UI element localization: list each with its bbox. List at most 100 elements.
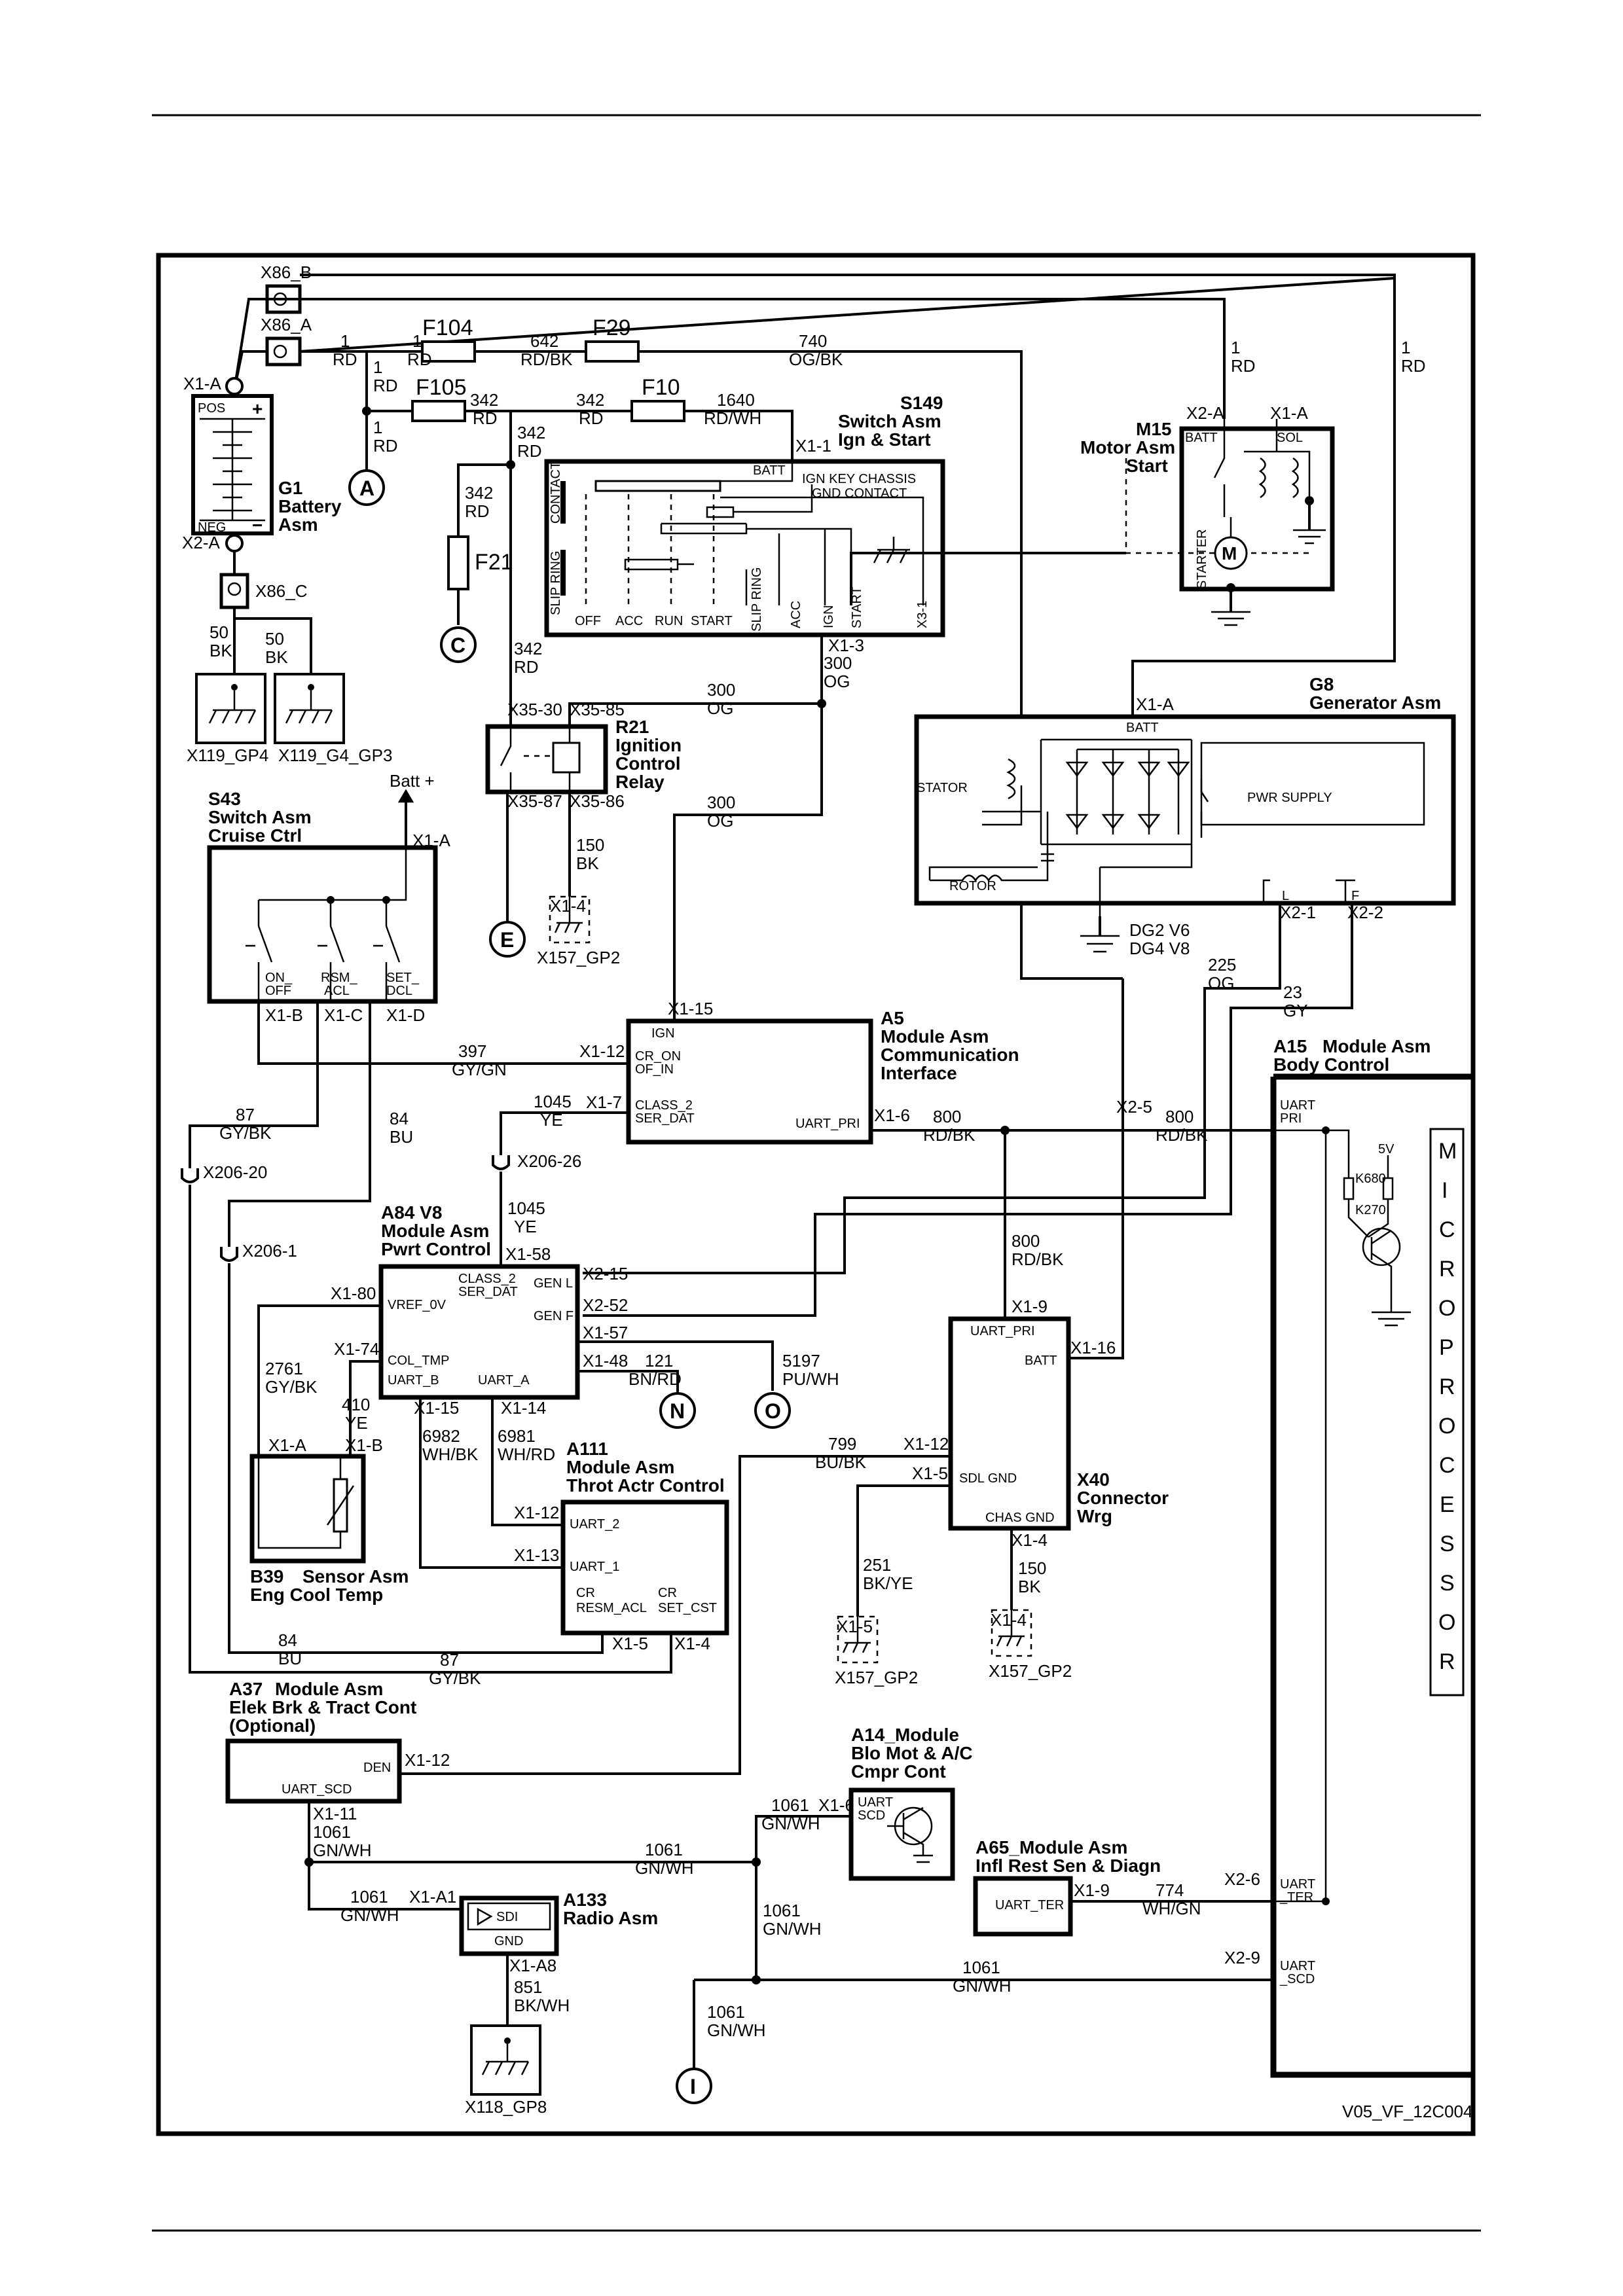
x86-a-terminal: X86_A [261, 315, 312, 367]
g8-batt: BATT [1126, 721, 1159, 735]
f105-label: F105 [416, 375, 467, 400]
s43-acl: ACL [324, 984, 350, 998]
m15-sol: SOL [1277, 431, 1303, 445]
g1-name2: Asm [278, 514, 318, 535]
diagram-frame [156, 253, 1476, 2136]
a133-xa8: X1-A8 [509, 1956, 556, 1975]
g1-name: Battery [278, 496, 342, 516]
r21-p87: X35-87 [507, 791, 562, 811]
g8-generator: PWR SUPPLY BATT STATOR ROTOR L F X1-A G8… [914, 674, 1456, 922]
a111-id: A111 [566, 1439, 608, 1459]
wire-label: RD [333, 350, 357, 369]
x206-26-label: X206-26 [517, 1151, 581, 1171]
s149-slipring: SLIP RING [549, 550, 563, 615]
gp2b-label: X157_GP2 [835, 1668, 918, 1687]
ground-gp2-b: X1-5 X157_GP2 [835, 1615, 918, 1687]
splice-x206-26: X206-26 [492, 1151, 581, 1171]
a37-x111: X1-11 [313, 1804, 357, 1823]
g1-battery: POS + NEG − X1-A X2-A G1 Battery Asm [182, 374, 342, 552]
a14-id: A14_Module [851, 1725, 959, 1745]
a15-id: A15 [1273, 1036, 1307, 1056]
wire-label: 1061 [350, 1887, 388, 1907]
micro-letter: I [1442, 1178, 1448, 1203]
a5-comm-interface: IGN CR_ON OF_IN CLASS_2 SER_DAT UART_PRI… [579, 999, 1019, 1145]
wire-label: 800 [1165, 1107, 1194, 1126]
wire-label: OG [707, 698, 733, 718]
wire-label: PU/WH [782, 1369, 839, 1389]
s149-name1: Switch Asm [838, 411, 941, 431]
a111-name1: Module Asm [566, 1457, 674, 1477]
s43-set: SET_ [386, 971, 420, 985]
wire-label: BK/YE [863, 1573, 913, 1593]
wire-label: 300 [707, 680, 735, 700]
gp4-label: X119_GP4 [187, 745, 268, 765]
wire-label: BU [390, 1127, 413, 1147]
a84-x148: X1-48 [583, 1351, 628, 1371]
wire-label: 150 [576, 835, 604, 855]
wire-label: 1 [373, 418, 382, 437]
a84-powertrain-control: CLASS_2 SER_DAT GEN L GEN F VREF_0V COL_… [331, 1202, 628, 1418]
a5-x115: X1-15 [668, 999, 713, 1018]
wire-label: 774 [1156, 1880, 1184, 1900]
r21-p86: X35-86 [570, 791, 625, 811]
a5-ofin: OF_IN [635, 1062, 674, 1077]
off-page-o-label: O [765, 1399, 781, 1423]
off-page-a-label: A [359, 476, 374, 500]
x40-wiring-connector: UART_PRI BATT SDL GND CHAS GND X1-9 X1-1… [903, 1297, 1169, 1550]
wire-label: 1 [1401, 338, 1410, 357]
wire-label: 84 [278, 1630, 297, 1650]
off-page-a [348, 469, 385, 506]
wire-label: GN/WH [761, 1814, 820, 1833]
a84-id: A84 V8 [381, 1202, 442, 1223]
splice-x206-20: X206-20 [181, 1162, 267, 1183]
a111-uart2: UART_2 [570, 1517, 619, 1532]
a84-x174: X1-74 [334, 1339, 379, 1359]
f10-label: F10 [642, 375, 680, 400]
a37-uartscd: UART_SCD [282, 1782, 352, 1797]
a5-ign: IGN [651, 1026, 675, 1041]
b39-name2: Eng Cool Temp [250, 1585, 383, 1605]
micro-letter: S [1440, 1532, 1455, 1556]
a37-name1: Module Asm [275, 1679, 383, 1699]
wire-label: RD/WH [704, 408, 761, 428]
ground-gp2-a: X1-4 X157_GP2 [537, 895, 620, 967]
s149-start2: START [850, 586, 864, 628]
a5-uartpri: UART_PRI [795, 1117, 860, 1131]
a5-name3: Interface [881, 1063, 957, 1083]
wire-label: 87 [440, 1650, 459, 1670]
r21-name2: Control [615, 753, 681, 774]
s149-batt: BATT [753, 463, 786, 478]
a14-name1: Blo Mot & A/C [851, 1743, 973, 1763]
wire-label: GN/WH [635, 1858, 694, 1878]
wire-label: 342 [517, 423, 545, 442]
x40-x14: X1-4 [1012, 1530, 1048, 1550]
s43-name1: Switch Asm [208, 807, 312, 827]
wire-label: GN/WH [953, 1976, 1012, 1996]
s149-off: OFF [575, 614, 601, 628]
g8-rotor: ROTOR [949, 879, 996, 893]
micro-letter: R [1439, 1374, 1455, 1399]
g8-stator: STATOR [917, 781, 968, 795]
a15-uart3: UART [1280, 1959, 1315, 1973]
x86-c-label: X86_C [255, 581, 308, 601]
wire-label: GY/BK [265, 1377, 318, 1397]
a133-gnd: GND [494, 1934, 523, 1948]
wire-label: RD [1401, 356, 1426, 376]
g1-neg-label: NEG [198, 520, 226, 535]
m15-batt: BATT [1185, 431, 1218, 445]
a14-scd: SCD [858, 1808, 885, 1823]
a111-x15: X1-5 [612, 1634, 648, 1653]
wire-label: 300 [824, 653, 852, 673]
x86-b-label: X86_B [261, 262, 312, 282]
micro-letter: O [1438, 1296, 1455, 1321]
wire-label: BN/RD [629, 1369, 682, 1389]
m15-starter-motor: BATT SOL M STARTER X2-A X1-A M15 Motor A… [1080, 403, 1335, 592]
wire-label: GY/BK [219, 1123, 272, 1143]
wire-label: GN/WH [340, 1905, 399, 1925]
s149-ignition-switch: BATT IGN KEY CHASSIS GND CONTACT CONTACT… [544, 393, 945, 655]
f10-fuse [630, 400, 685, 422]
x40-name1: Connector [1077, 1488, 1169, 1508]
g8-pwr: PWR SUPPLY [1247, 791, 1332, 805]
wire-label: YE [345, 1413, 368, 1433]
s149-gndcontact: GND CONTACT [812, 486, 907, 501]
